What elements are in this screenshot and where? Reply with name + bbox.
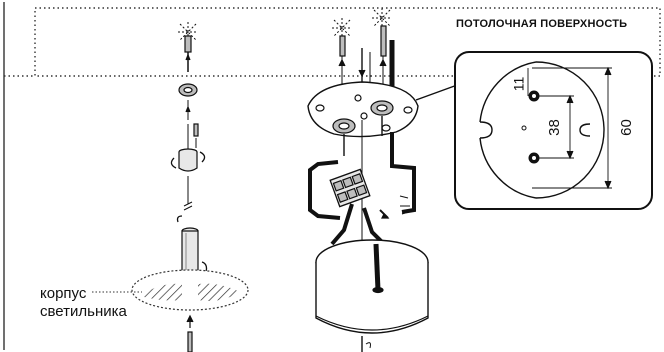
detail-box	[454, 51, 653, 210]
set-screw	[193, 123, 199, 137]
wall-anchor-left	[184, 35, 192, 53]
mounting-plate	[307, 81, 419, 138]
terminal-block	[329, 168, 371, 208]
luminaire-body-label-line1: корпус	[40, 285, 87, 302]
center-assembly	[307, 8, 429, 352]
dimension-60: 60	[617, 119, 635, 136]
junction-box	[315, 262, 429, 334]
ceiling-surface-label: ПОТОЛОЧНАЯ ПОВЕРХНОСТЬ	[456, 18, 628, 30]
luminaire-body-label-line2: светильника	[40, 303, 127, 320]
detail-plate-drawing	[479, 61, 612, 199]
dimension-38: 38	[545, 119, 563, 136]
dimension-11: 11	[510, 76, 527, 92]
fitting-cup	[178, 152, 198, 172]
detail-callout-leader	[415, 83, 461, 101]
left-assembly	[131, 22, 249, 352]
